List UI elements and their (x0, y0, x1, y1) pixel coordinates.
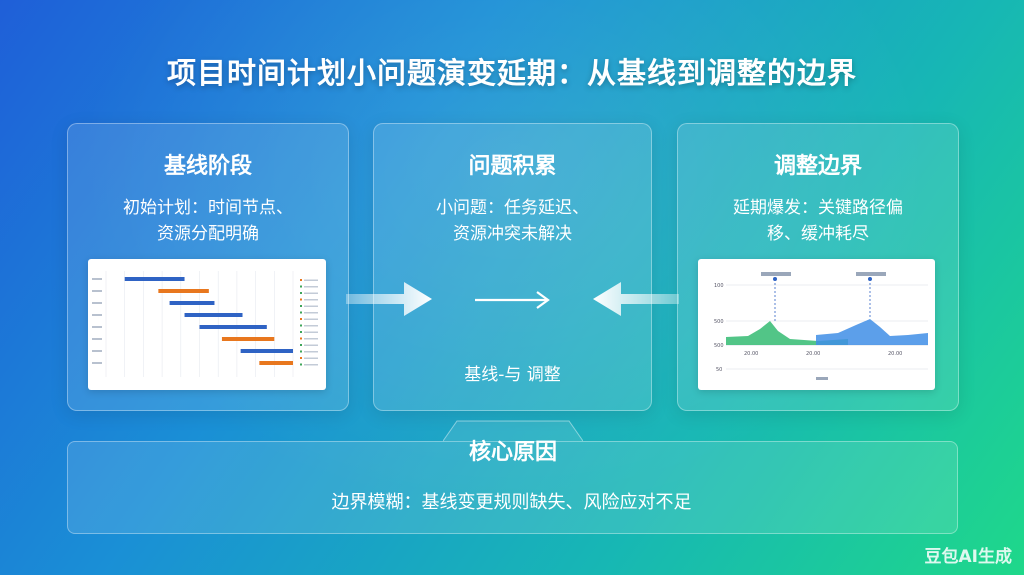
gantt-bar (221, 337, 275, 341)
gantt-legend-marker (300, 305, 302, 307)
card-baseline-description: 初始计划：时间节点、 资源分配明确 (123, 198, 293, 244)
left-arrow-icon (593, 282, 679, 316)
core-reason-text: 边界模糊：基线变更规则缺失、风险应对不足 (331, 492, 692, 513)
card-accumulation: 问题积累 小问题：任务延迟、 资源冲突未解决 基线-与 调整 (373, 123, 652, 411)
y-tick-label: 500 (714, 319, 724, 325)
gantt-row-label (92, 290, 102, 292)
core-reason-tab (443, 420, 583, 442)
y-tick-label: 100 (714, 283, 724, 289)
gantt-legend-marker (300, 318, 302, 320)
gantt-legend-label (304, 331, 318, 333)
gantt-legend-marker (300, 285, 302, 288)
gantt-legend-label (304, 305, 318, 307)
watermark: 豆包AI生成 (924, 547, 1012, 567)
gantt-legend-label (304, 312, 318, 314)
gantt-legend-label (304, 318, 318, 320)
card-accumulation-heading: 问题积累 (468, 154, 557, 179)
gantt-bar (124, 277, 185, 281)
card-adjustment-heading: 调整边界 (773, 154, 862, 179)
gantt-legend-marker (300, 324, 302, 327)
gantt-legend-label (304, 357, 318, 359)
gantt-row-label (92, 314, 102, 316)
gantt-legend-marker (300, 337, 302, 340)
card-adjustment-description: 延期爆发：关键路径偏 移、缓冲耗尽 (733, 198, 903, 244)
gantt-legend-label (304, 351, 318, 353)
gantt-legend-marker (300, 292, 302, 294)
gantt-legend-label (304, 292, 318, 294)
gantt-row-label (92, 338, 102, 340)
card-baseline-heading: 基线阶段 (163, 154, 252, 179)
gantt-bar (158, 289, 209, 293)
gantt-legend-label (304, 338, 318, 340)
gantt-row-label (92, 278, 102, 280)
gantt-bar (184, 313, 243, 317)
gantt-legend-marker (300, 311, 302, 314)
x-tick-label: 20.00 (888, 351, 902, 357)
y-tick-label: 500 (714, 343, 724, 349)
gantt-row-label (92, 302, 102, 304)
gantt-legend-marker (300, 298, 302, 301)
blue-area-series (816, 319, 928, 345)
card-accumulation-caption: 基线-与 调整 (464, 365, 561, 385)
gantt-legend-marker (300, 279, 302, 281)
x-tick-label: 20.00 (744, 351, 758, 357)
card-accumulation-description: 小问题：任务延迟、 资源冲突未解决 (436, 198, 589, 244)
gantt-legend-label (304, 344, 318, 346)
gantt-bar (259, 361, 293, 365)
gantt-legend-label (304, 299, 318, 301)
gantt-legend-marker (300, 350, 302, 353)
gantt-bar (240, 349, 293, 353)
gantt-chart-thumbnail (88, 259, 326, 390)
peak-marker-1 (773, 277, 777, 281)
x-tick-label: 20.00 (806, 351, 820, 357)
gantt-bar (199, 325, 267, 329)
gantt-legend-marker (300, 357, 302, 359)
gantt-legend-marker (300, 344, 302, 346)
gantt-row-label (92, 326, 102, 328)
gantt-legend-marker (300, 363, 302, 366)
gantt-legend-label (304, 286, 318, 288)
page-title: 项目时间计划小问题演变延期：从基线到调整的边界 (166, 56, 857, 90)
gantt-row-label (92, 350, 102, 352)
gantt-bar (169, 301, 215, 305)
y-tick-label: 50 (716, 367, 722, 373)
gantt-legend-label (304, 325, 318, 327)
thin-right-arrow-icon (475, 291, 550, 309)
peak-marker-2 (868, 277, 872, 281)
gantt-legend-label (304, 364, 318, 366)
gantt-legend-label (304, 279, 318, 281)
gantt-legend-marker (300, 331, 302, 333)
core-reason-heading: 核心原因 (468, 440, 557, 465)
line-chart-thumbnail: 100 500 500 50 20.00 20.00 20.00 (698, 259, 935, 390)
core-reason-panel (67, 441, 958, 534)
green-area-series (726, 321, 848, 345)
gantt-row-label (92, 362, 102, 364)
right-arrow-icon (346, 282, 432, 316)
